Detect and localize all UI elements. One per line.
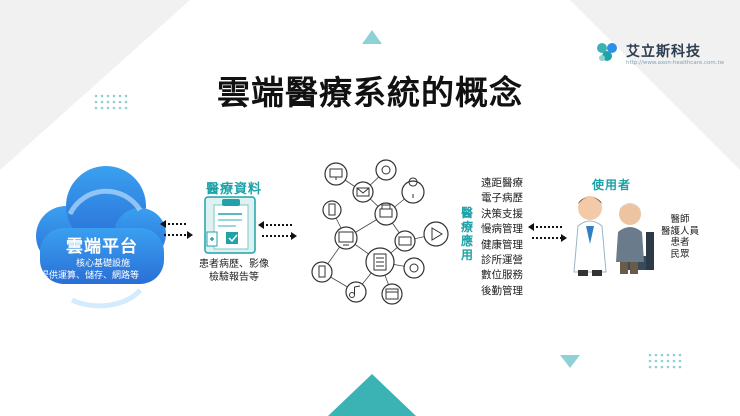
clipboard-icon <box>204 196 256 254</box>
settings-node-icon <box>403 257 425 279</box>
play-node-icon <box>423 221 449 247</box>
arrow-apps-users <box>532 226 562 239</box>
app-item: 診所運營 <box>481 253 523 266</box>
patient-body <box>616 227 644 262</box>
company-logo-icon <box>597 43 617 61</box>
patient-head <box>619 203 641 225</box>
user-item: 醫師 <box>670 214 690 225</box>
company-url: http://www.axon-healthcare.com.tw <box>626 60 725 66</box>
mail-node-icon <box>352 181 374 203</box>
app-item: 健康管理 <box>481 238 523 251</box>
folder-node-icon <box>394 230 416 252</box>
app-item: 後勤管理 <box>481 284 523 297</box>
phone-node-icon <box>311 261 333 283</box>
doctor-body <box>573 220 607 273</box>
network-glyphs <box>318 165 443 300</box>
monitor-node-icon <box>324 162 348 186</box>
dot-grid-left <box>94 94 128 110</box>
screen-node-icon <box>334 226 358 250</box>
printer-node-icon <box>374 202 398 226</box>
app-item: 慢病管理 <box>481 223 523 236</box>
users-illustration <box>573 196 654 276</box>
teal-triangle-right <box>560 355 580 368</box>
app-item: 決策支援 <box>481 207 523 220</box>
bg-triangle-right <box>570 0 740 170</box>
network-nodes <box>311 159 449 305</box>
location-node-icon <box>401 180 425 204</box>
cloud-icon <box>36 166 166 309</box>
medical-data-desc-line1: 患者病歷、影像 <box>199 259 269 270</box>
dot-grid-right <box>648 353 682 369</box>
tablet-node-icon <box>322 200 342 220</box>
teal-triangle-bottom <box>328 374 416 416</box>
arrow-data-apps <box>262 224 292 237</box>
user-item: 民眾 <box>670 248 690 260</box>
cloud-platform-title: 雲端平台 <box>66 237 138 257</box>
music-node-icon <box>345 281 367 303</box>
medical-data-description: 患者病歷、影像 檢驗報告等 <box>186 258 282 284</box>
user-item: 醫護人員 <box>660 225 699 237</box>
app-item: 數位服務 <box>481 269 523 282</box>
cloud-platform-subtitle: 核心基礎設施 <box>76 259 131 269</box>
doctor-head <box>578 196 602 220</box>
medical-apps-title: 醫療應用 <box>460 206 473 262</box>
cloud-platform-description: 提供運算、儲存、網路等 <box>40 271 140 281</box>
user-item: 患者 <box>670 237 690 248</box>
medical-apps-list: 遠距醫療 電子病歷 決策支援 慢病管理 健康管理 診所運營 數位服務 後勤管理 <box>481 176 537 299</box>
calendar-node-icon <box>381 283 403 305</box>
teal-triangle-top <box>362 30 382 44</box>
gear-node-icon <box>375 159 397 181</box>
users-list: 醫師 醫護人員 患者 民眾 <box>652 214 708 260</box>
app-item: 電子病歷 <box>481 192 523 205</box>
arrow-cloud-data <box>164 223 188 236</box>
page-title: 雲端醫療系統的概念 <box>217 73 523 112</box>
app-item: 遠距醫療 <box>481 177 523 189</box>
medical-data-title: 醫療資料 <box>205 182 262 197</box>
company-name: 艾立斯科技 <box>626 44 701 60</box>
bg-triangle-left <box>0 0 190 170</box>
users-title: 使用者 <box>592 178 632 192</box>
medical-data-desc-line2: 檢驗報告等 <box>209 272 259 283</box>
